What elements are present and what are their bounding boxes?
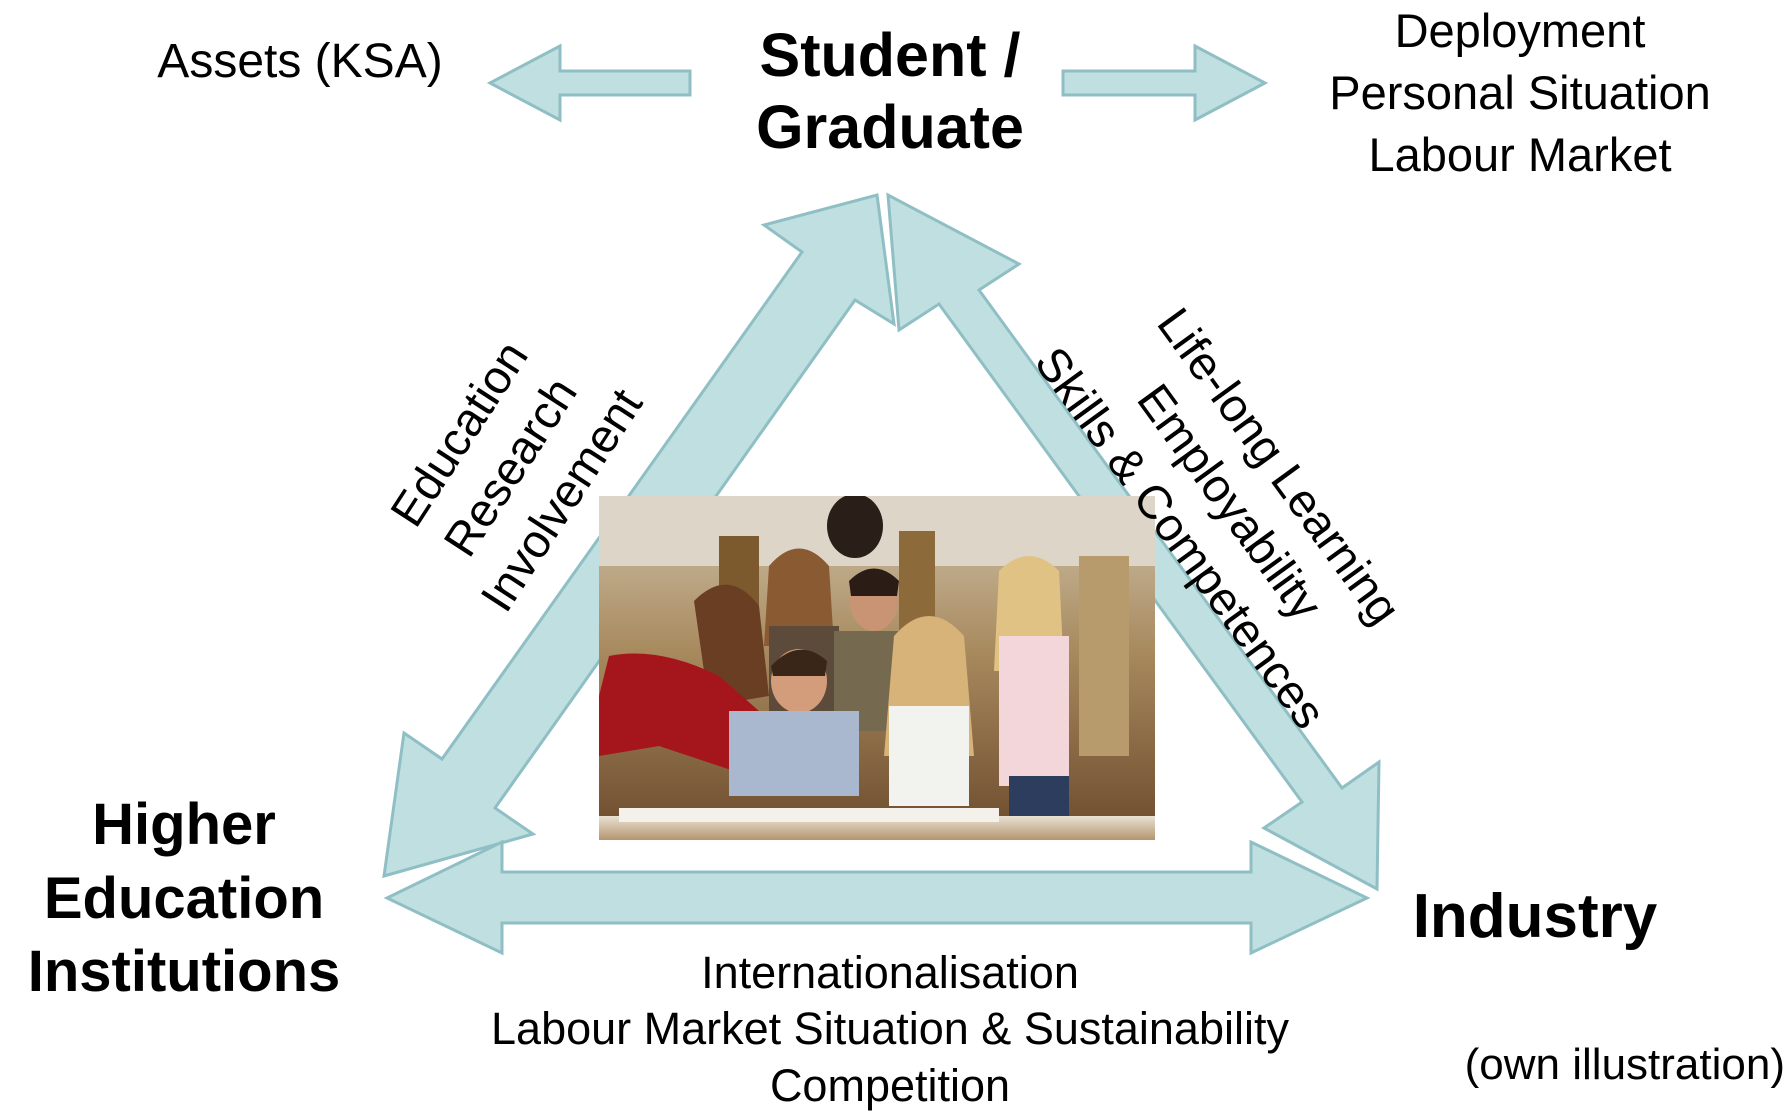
industry-label: Industry (1412, 882, 1658, 951)
edge-label-bottom: Internationalisation Labour Market Situa… (450, 945, 1330, 1114)
hei-line-3: Institutions (27, 939, 341, 1005)
group-photo (599, 496, 1155, 840)
deployment-line-2: Personal Situation (1329, 66, 1711, 120)
edge-bottom-line-2: Labour Market Situation & Sustainability (491, 1003, 1289, 1055)
deployment-line-1: Deployment (1394, 4, 1646, 57)
deployment-line-3: Labour Market (1368, 128, 1672, 182)
node-industry: Industry (1385, 880, 1685, 953)
hei-line-1: Higher (92, 792, 276, 857)
assets-label: Assets (KSA) (157, 35, 443, 88)
edge-bottom-line-3: Competition (769, 1059, 1011, 1111)
edge-bottom-line-1: Internationalisation (701, 947, 1079, 998)
arrow-hei-industry (383, 839, 1371, 956)
node-student-graduate: Student / Graduate (730, 20, 1050, 164)
student-line-1: Student / (759, 21, 1021, 89)
arrow-to-deployment (1061, 43, 1269, 123)
credit-note: (own illustration) (1464, 1040, 1785, 1089)
student-line-2: Graduate (756, 92, 1024, 161)
hei-line-2: Education (43, 865, 325, 931)
node-higher-education-institutions: Higher Education Institutions (0, 788, 368, 1009)
deployment-list: Deployment Personal Situation Labour Mar… (1280, 0, 1760, 186)
arrow-to-assets (486, 43, 692, 123)
